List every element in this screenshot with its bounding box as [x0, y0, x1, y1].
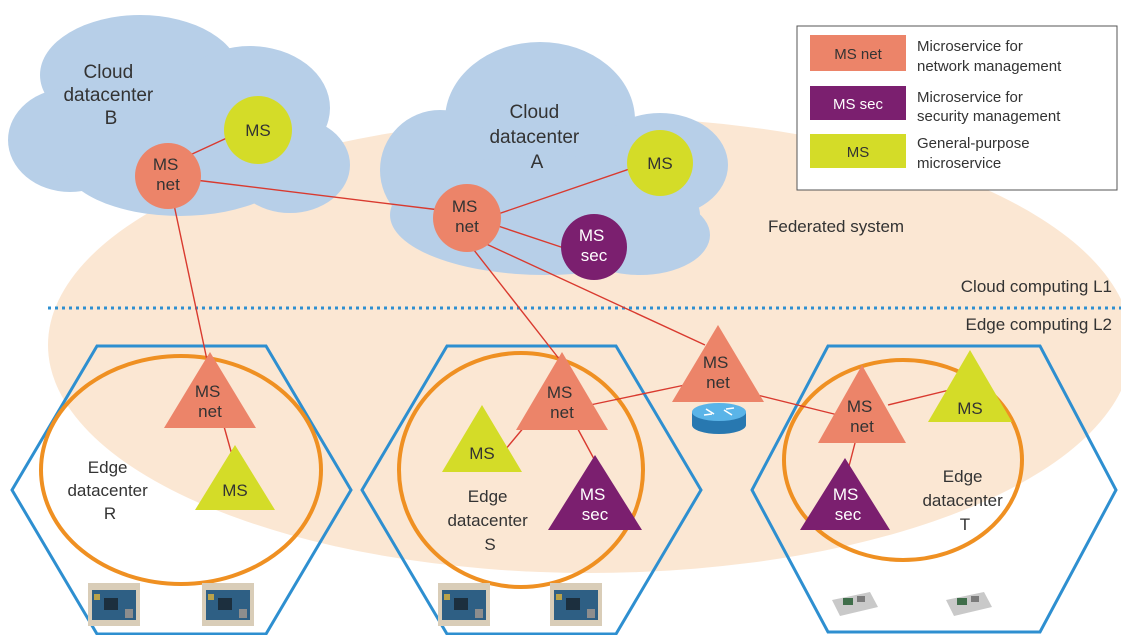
raspberry-board-icon: [438, 583, 490, 626]
raspberry-board-icon: [550, 583, 602, 626]
ms-net-node: MS net: [516, 352, 608, 430]
svg-text:MS net: MS net: [703, 353, 733, 392]
edge-datacenter-r: [10, 344, 353, 635]
cloud-layer-label: Cloud computing L1: [961, 277, 1112, 296]
svg-text:General-purpose micros: General-purpose microservice: [917, 135, 1034, 172]
cloud-datacenter-b: [8, 15, 350, 216]
ms-general-node: MS: [195, 445, 275, 510]
cloud-b-label: Cloud datacenter B: [63, 62, 158, 129]
edge-t-label: Edge datacenter T: [922, 467, 1007, 534]
svg-text:MS: MS: [222, 481, 248, 500]
svg-text:MS sec: MS sec: [580, 485, 610, 524]
ms-net-node: MS net: [818, 365, 906, 443]
raspberry-board-icon: [88, 583, 140, 626]
svg-text:MS net: MS net: [153, 155, 183, 194]
svg-text:MS: MS: [647, 154, 673, 173]
edge-s-label: Edge datacenter S: [447, 487, 532, 554]
legend-item-ms: MS General-purpose microservice: [810, 134, 1034, 172]
ms-sec-node: MS sec: [561, 214, 627, 280]
svg-text:MS sec: MS sec: [833, 485, 863, 524]
federated-system-label: Federated system: [768, 217, 904, 236]
ms-sec-node: MS sec: [548, 455, 642, 530]
legend: MS net Microservice for network manageme…: [796, 25, 1118, 191]
ms-general-node: MS: [627, 130, 693, 196]
svg-text:MS sec: MS sec: [833, 96, 884, 113]
ms-net-node: MS net: [164, 352, 256, 428]
svg-text:MS: MS: [469, 444, 495, 463]
legend-item-ms-net: MS net Microservice for network manageme…: [810, 35, 1062, 75]
sensor-module-icon: [946, 592, 992, 616]
svg-text:Microservice for netwo: Microservice for network management: [917, 38, 1062, 75]
edge-layer-label: Edge computing L2: [966, 315, 1113, 334]
svg-text:MS net: MS net: [195, 382, 225, 421]
svg-text:MS net: MS net: [847, 397, 877, 436]
svg-text:MS: MS: [847, 144, 870, 161]
ms-net-node: MS net: [672, 325, 764, 402]
edge-r-label: Edge datacenter R: [67, 458, 152, 523]
edge-datacenter-s: [360, 344, 703, 635]
svg-text:MS: MS: [957, 399, 983, 418]
cloud-a-label: Cloud datacenter A: [489, 102, 584, 173]
svg-text:MS net: MS net: [452, 197, 482, 236]
legend-item-ms-sec: MS sec Microservice for security managem…: [810, 86, 1061, 125]
svg-text:MS sec: MS sec: [579, 226, 609, 265]
ms-sec-node: MS sec: [800, 458, 890, 530]
ms-general-node: MS: [442, 405, 522, 472]
ms-general-node: MS: [224, 96, 292, 164]
ms-net-node: MS net: [433, 184, 501, 252]
svg-text:MS: MS: [245, 121, 271, 140]
svg-text:Microservice for secur: Microservice for security management: [917, 89, 1061, 125]
sensor-module-icon: [832, 592, 878, 616]
ms-net-node: MS net: [135, 143, 201, 209]
svg-text:MS net: MS net: [834, 46, 882, 63]
raspberry-board-icon: [202, 583, 254, 626]
edge-datacenter-t: [750, 344, 1118, 634]
ms-general-node: MS: [928, 350, 1012, 422]
svg-text:MS net: MS net: [547, 383, 577, 422]
router-icon: [692, 403, 746, 434]
